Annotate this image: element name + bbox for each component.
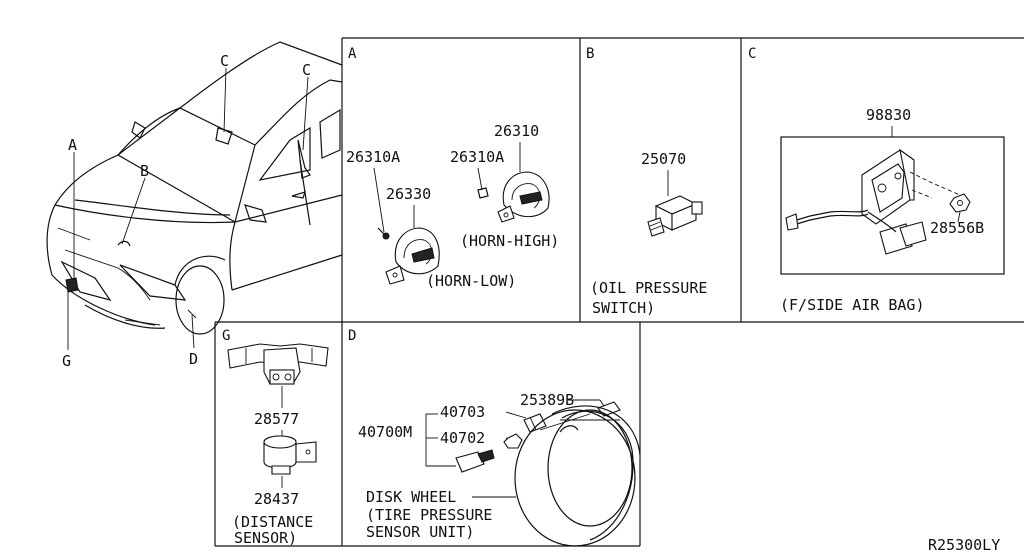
airbag-parts-box [780, 136, 1005, 275]
oil-switch-caption-2: SWITCH) [592, 299, 655, 317]
distance-sensor-illustration [263, 435, 317, 475]
section-a-letter: A [348, 46, 357, 62]
section-g-letter: G [222, 328, 230, 344]
section-c: C 98830 28556B (F/SIDE AIR BAG) [748, 46, 1005, 314]
section-b-letter: B [586, 46, 594, 62]
horn-low-illustration [385, 227, 440, 285]
part-40700m: 40700M [358, 423, 412, 441]
oil-switch-caption-1: (OIL PRESSURE [590, 279, 707, 297]
oil-pressure-switch-illustration [647, 195, 703, 237]
part-28556b: 28556B [930, 219, 984, 237]
section-dividers [214, 37, 1024, 547]
section-c-letter: C [748, 46, 756, 62]
airbag-caption: (F/SIDE AIR BAG) [780, 296, 925, 314]
part-25389b: 25389B [520, 391, 574, 409]
part-98830: 98830 [866, 106, 911, 124]
part-25070: 25070 [641, 150, 686, 168]
car-callout-c-left: C [220, 52, 229, 70]
car-callout-c-right: C [302, 61, 311, 79]
nut-28556b-illustration [949, 193, 971, 213]
section-b: B 25070 (OIL PRESSURE SWITCH) [586, 46, 707, 317]
part-40702: 40702 [440, 429, 485, 447]
distance-sensor-caption-2: SENSOR) [234, 529, 297, 547]
car-callout-b: B [140, 162, 149, 180]
part-26330: 26330 [386, 185, 431, 203]
section-a: A 26310A 26310A 26310 26330 (HORN-HIGH) [346, 46, 559, 290]
disk-wheel-caption-3: SENSOR UNIT) [366, 523, 474, 541]
part-28577: 28577 [254, 410, 299, 428]
disk-wheel-caption-2: (TIRE PRESSURE [366, 506, 492, 524]
part-26310a-right: 26310A [450, 148, 504, 166]
tire-pressure-sensor-parts [455, 401, 621, 473]
part-26310: 26310 [494, 122, 539, 140]
disk-wheel-illustration [514, 405, 641, 547]
distance-sensor-caption-1: (DISTANCE [232, 513, 313, 531]
diagram-id: R25300LY [928, 536, 1000, 554]
horn-high-caption: (HORN-HIGH) [460, 232, 559, 250]
side-airbag-sensor-illustration [785, 148, 961, 255]
distance-sensor-bracket-illustration [227, 343, 329, 385]
car-illustration: A B C C G D [46, 41, 343, 370]
part-40703: 40703 [440, 403, 485, 421]
car-callout-a: A [68, 136, 77, 154]
horn-high-illustration [497, 171, 550, 223]
disk-wheel-caption-1: DISK WHEEL [366, 488, 456, 506]
section-d-letter: D [348, 328, 356, 344]
part-26310a-left: 26310A [346, 148, 400, 166]
section-g: G 28577 28437 (DISTANCE SENSOR) [222, 328, 329, 547]
part-28437: 28437 [254, 490, 299, 508]
car-callout-d: D [189, 350, 198, 368]
section-d: D 40700M 40703 40702 25389B [348, 328, 641, 547]
car-callout-g: G [62, 352, 71, 370]
horn-low-caption: (HORN-LOW) [426, 272, 516, 290]
